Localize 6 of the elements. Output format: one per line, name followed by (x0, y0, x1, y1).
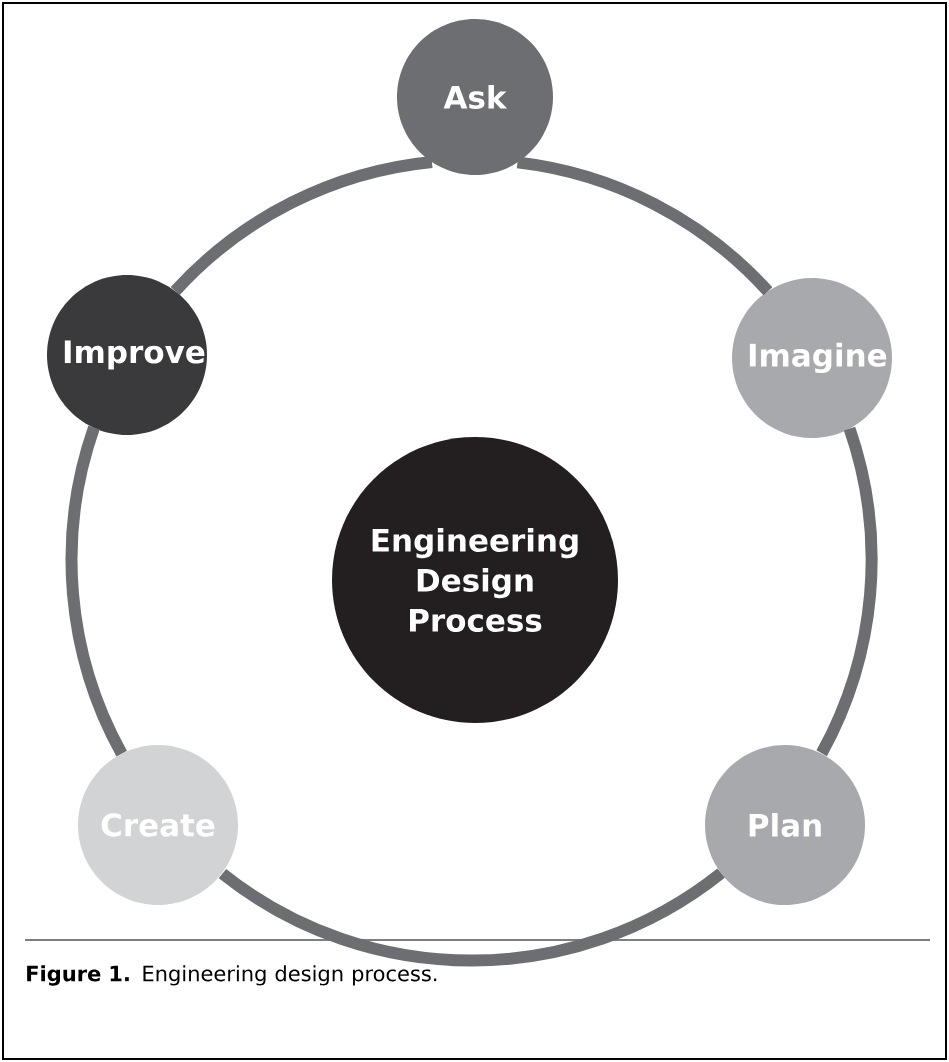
caption: Figure 1. Engineering design process. (27, 965, 437, 986)
ring-arc (219, 868, 725, 967)
ring-arc (65, 425, 128, 757)
ring-arc (516, 156, 773, 296)
ring-arc (170, 156, 433, 296)
ring-arc (816, 426, 878, 756)
